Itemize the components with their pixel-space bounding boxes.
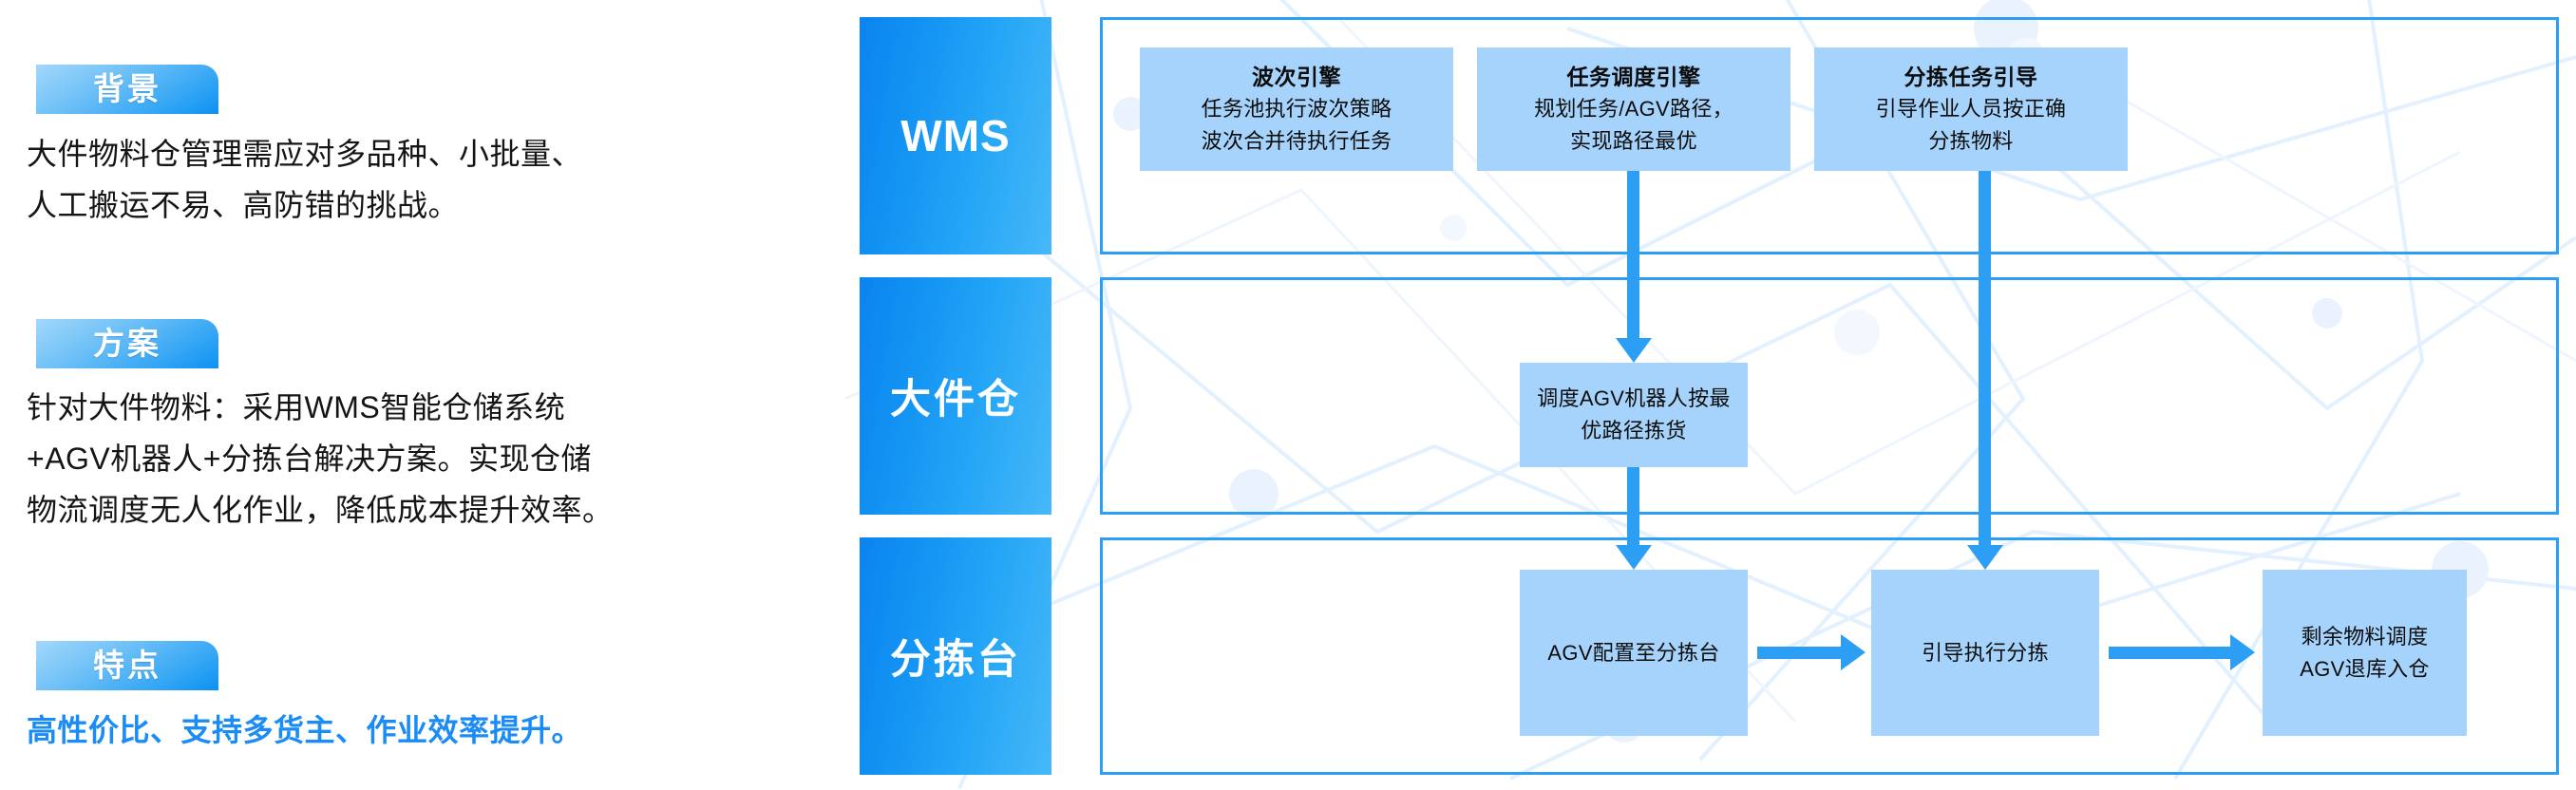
node-guide-execute-sorting-desc-1: 引导执行分拣: [1922, 640, 2049, 665]
node-agv-dispatch-picking[interactable]: 调度AGV机器人按最 优路径拣货: [1520, 363, 1748, 467]
row-container-sorting-station: [1100, 537, 2559, 775]
badge-shape-background: [36, 65, 218, 114]
node-sorting-task-guide[interactable]: 分拣任务引导 引导作业人员按正确 分拣物料: [1814, 47, 2128, 171]
arrow-execute-to-surplus-shaft: [2109, 647, 2232, 659]
paragraph-solution-line-3: 物流调度无人化作业，降低成本提升效率。: [27, 493, 614, 527]
node-task-scheduling-engine-desc-1: 规划任务/AGV路径，: [1534, 97, 1733, 121]
row-label-sorting-station-text: 分拣台: [890, 637, 1021, 683]
arrow-agv-dispatch-to-sorting-head: [1616, 545, 1652, 570]
node-agv-dispatch-picking-desc-2: 优路径拣货: [1581, 419, 1687, 442]
node-agv-dispatch-picking-desc-1: 调度AGV机器人按最: [1537, 386, 1731, 410]
paragraph-solution-line-1: 针对大件物料：采用WMS智能仓储系统: [27, 390, 566, 424]
arrow-sorting-to-execute-head: [1841, 634, 1866, 670]
node-wave-engine-title: 波次引擎: [1252, 65, 1341, 89]
row-container-bulk-warehouse: [1100, 277, 2559, 515]
arrow-task-engine-to-agv-dispatch-shaft: [1627, 171, 1639, 340]
node-sorting-task-guide-title: 分拣任务引导: [1904, 65, 2038, 89]
node-surplus-material-return-desc-2: AGV退库入仓: [2300, 656, 2430, 681]
node-task-scheduling-engine[interactable]: 任务调度引擎 规划任务/AGV路径， 实现路径最优: [1477, 47, 1790, 171]
row-label-bulk-warehouse: 大件仓: [860, 277, 1051, 515]
arrow-execute-to-surplus-head: [2230, 634, 2255, 670]
node-agv-to-sorting-station-desc-1: AGV配置至分拣台: [1547, 640, 1720, 665]
paragraph-solution-line-2: +AGV机器人+分拣台解决方案。实现仓储: [27, 442, 592, 476]
arrow-agv-dispatch-to-sorting-shaft: [1627, 467, 1639, 547]
right-diagram-panel: WMS 波次引擎 任务池执行波次策略 波次合并待执行任务 任务调度引擎 规划任务…: [845, 0, 2576, 790]
arrow-sorting-guide-to-execute-shaft: [1979, 171, 1991, 547]
row-label-wms-text: WMS: [900, 111, 1011, 160]
node-wave-engine-desc-1: 任务池执行波次策略: [1201, 97, 1392, 121]
node-guide-execute-sorting[interactable]: 引导执行分拣: [1871, 570, 2099, 736]
node-wave-engine-desc-2: 波次合并待执行任务: [1201, 129, 1392, 153]
badge-label-solution: 方案: [93, 326, 161, 361]
row-label-bulk-warehouse-text: 大件仓: [890, 377, 1021, 423]
paragraph-background-line-1: 大件物料仓管理需应对多品种、小批量、: [27, 137, 583, 171]
node-task-scheduling-engine-title: 任务调度引擎: [1566, 65, 1701, 89]
arrow-sorting-to-execute-shaft: [1757, 647, 1843, 659]
node-agv-to-sorting-station[interactable]: AGV配置至分拣台: [1520, 570, 1748, 736]
node-task-scheduling-engine-desc-2: 实现路径最优: [1570, 129, 1697, 153]
row-container-wms: [1100, 17, 2559, 254]
paragraph-background-line-2: 人工搬运不易、高防错的挑战。: [27, 188, 460, 222]
badge-shape-solution: [36, 319, 218, 368]
node-sorting-task-guide-desc-2: 分拣物料: [1928, 129, 2014, 153]
row-label-sorting-station: 分拣台: [860, 537, 1051, 775]
badge-label-background: 背景: [93, 71, 161, 106]
left-text-panel: 背景 大件物料仓管理需应对多品种、小批量、 人工搬运不易、高防错的挑战。 方案 …: [0, 0, 845, 790]
row-label-wms: WMS: [860, 17, 1051, 254]
arrow-sorting-guide-to-execute-head: [1967, 545, 2003, 570]
badge-label-features: 特点: [93, 648, 161, 683]
arrow-task-engine-to-agv-dispatch-head: [1616, 338, 1652, 363]
node-wave-engine[interactable]: 波次引擎 任务池执行波次策略 波次合并待执行任务: [1140, 47, 1453, 171]
badge-shape-features: [36, 641, 218, 690]
paragraph-features-line-1: 高性价比、支持多货主、作业效率提升。: [27, 713, 583, 747]
node-sorting-task-guide-desc-1: 引导作业人员按正确: [1875, 97, 2067, 121]
node-surplus-material-return[interactable]: 剩余物料调度 AGV退库入仓: [2263, 570, 2467, 736]
node-surplus-material-return-desc-1: 剩余物料调度: [2301, 624, 2429, 649]
